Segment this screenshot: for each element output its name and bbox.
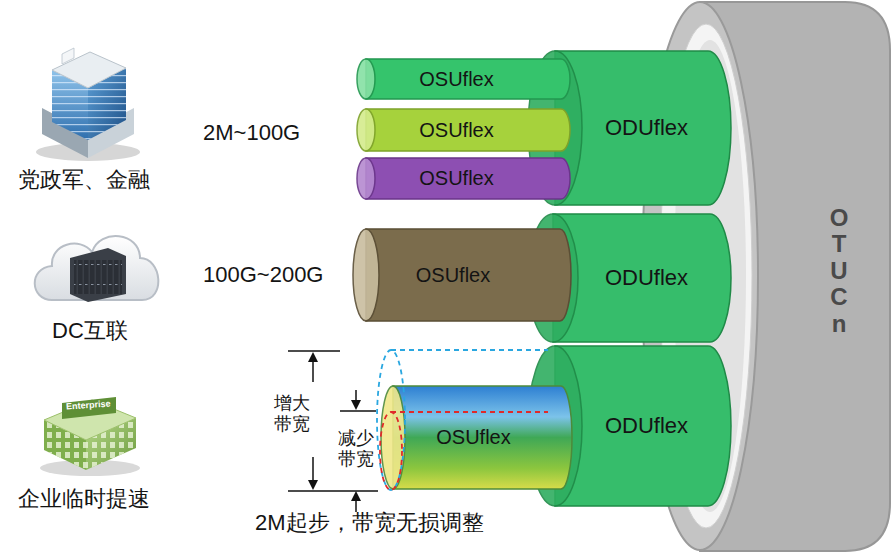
text-label: 企业临时提速 bbox=[18, 484, 150, 514]
text-label: 党政军、金融 bbox=[18, 165, 150, 195]
text-label: 100G~200G bbox=[203, 262, 323, 288]
channel-cylinder: OSUflex bbox=[352, 228, 572, 322]
text-label: 增大带宽 bbox=[272, 393, 312, 434]
channel-label: OSUflex bbox=[419, 167, 493, 190]
text-label: 减少带宽 bbox=[336, 428, 376, 469]
enterprise-building-icon bbox=[40, 397, 140, 476]
channel-label: OSUflex bbox=[436, 426, 510, 449]
text-label: 100G~200G bbox=[203, 262, 323, 288]
text-label: 企业临时提速 bbox=[18, 484, 150, 514]
channel-label: ODUflex bbox=[605, 265, 688, 291]
text-label: 2M~100G bbox=[203, 120, 300, 146]
otucn-container: OTUCnODUflexOSUflexOSUflexOSUflexODUflex… bbox=[640, 0, 892, 553]
channel-label: ODUflex bbox=[605, 413, 688, 439]
channel-cylinder: ODUflexOSUflex bbox=[527, 345, 732, 507]
channel-cylinder: OSUflex bbox=[356, 108, 571, 152]
channel-cylinder: OSUflex bbox=[356, 58, 571, 100]
channel-cylinder: ODUflexOSUflex bbox=[527, 213, 732, 343]
channel-cylinder: OSUflex bbox=[380, 385, 573, 490]
channel-label: OSUflex bbox=[416, 264, 490, 287]
channel-cylinder: ODUflexOSUflexOSUflexOSUflex bbox=[527, 50, 732, 206]
text-label: 2M起步，带宽无损调整 bbox=[255, 508, 484, 538]
office-building-icon bbox=[36, 48, 140, 161]
text-label: DC互联 bbox=[52, 316, 128, 346]
text-label: 2M起步，带宽无损调整 bbox=[255, 508, 484, 538]
datacenter-cloud-icon bbox=[35, 236, 159, 302]
text-label: 减少带宽 bbox=[336, 428, 376, 469]
otucn-label: OTUCn bbox=[827, 205, 851, 337]
text-label: 党政军、金融 bbox=[18, 165, 150, 195]
channel-label: OSUflex bbox=[419, 119, 493, 142]
text-label: 增大带宽 bbox=[272, 393, 312, 434]
channel-label: ODUflex bbox=[605, 115, 688, 141]
channel-label: OSUflex bbox=[419, 68, 493, 91]
channel-cylinder: OSUflex bbox=[356, 157, 571, 200]
text-label: 2M~100G bbox=[203, 120, 300, 146]
text-label: DC互联 bbox=[52, 316, 128, 346]
